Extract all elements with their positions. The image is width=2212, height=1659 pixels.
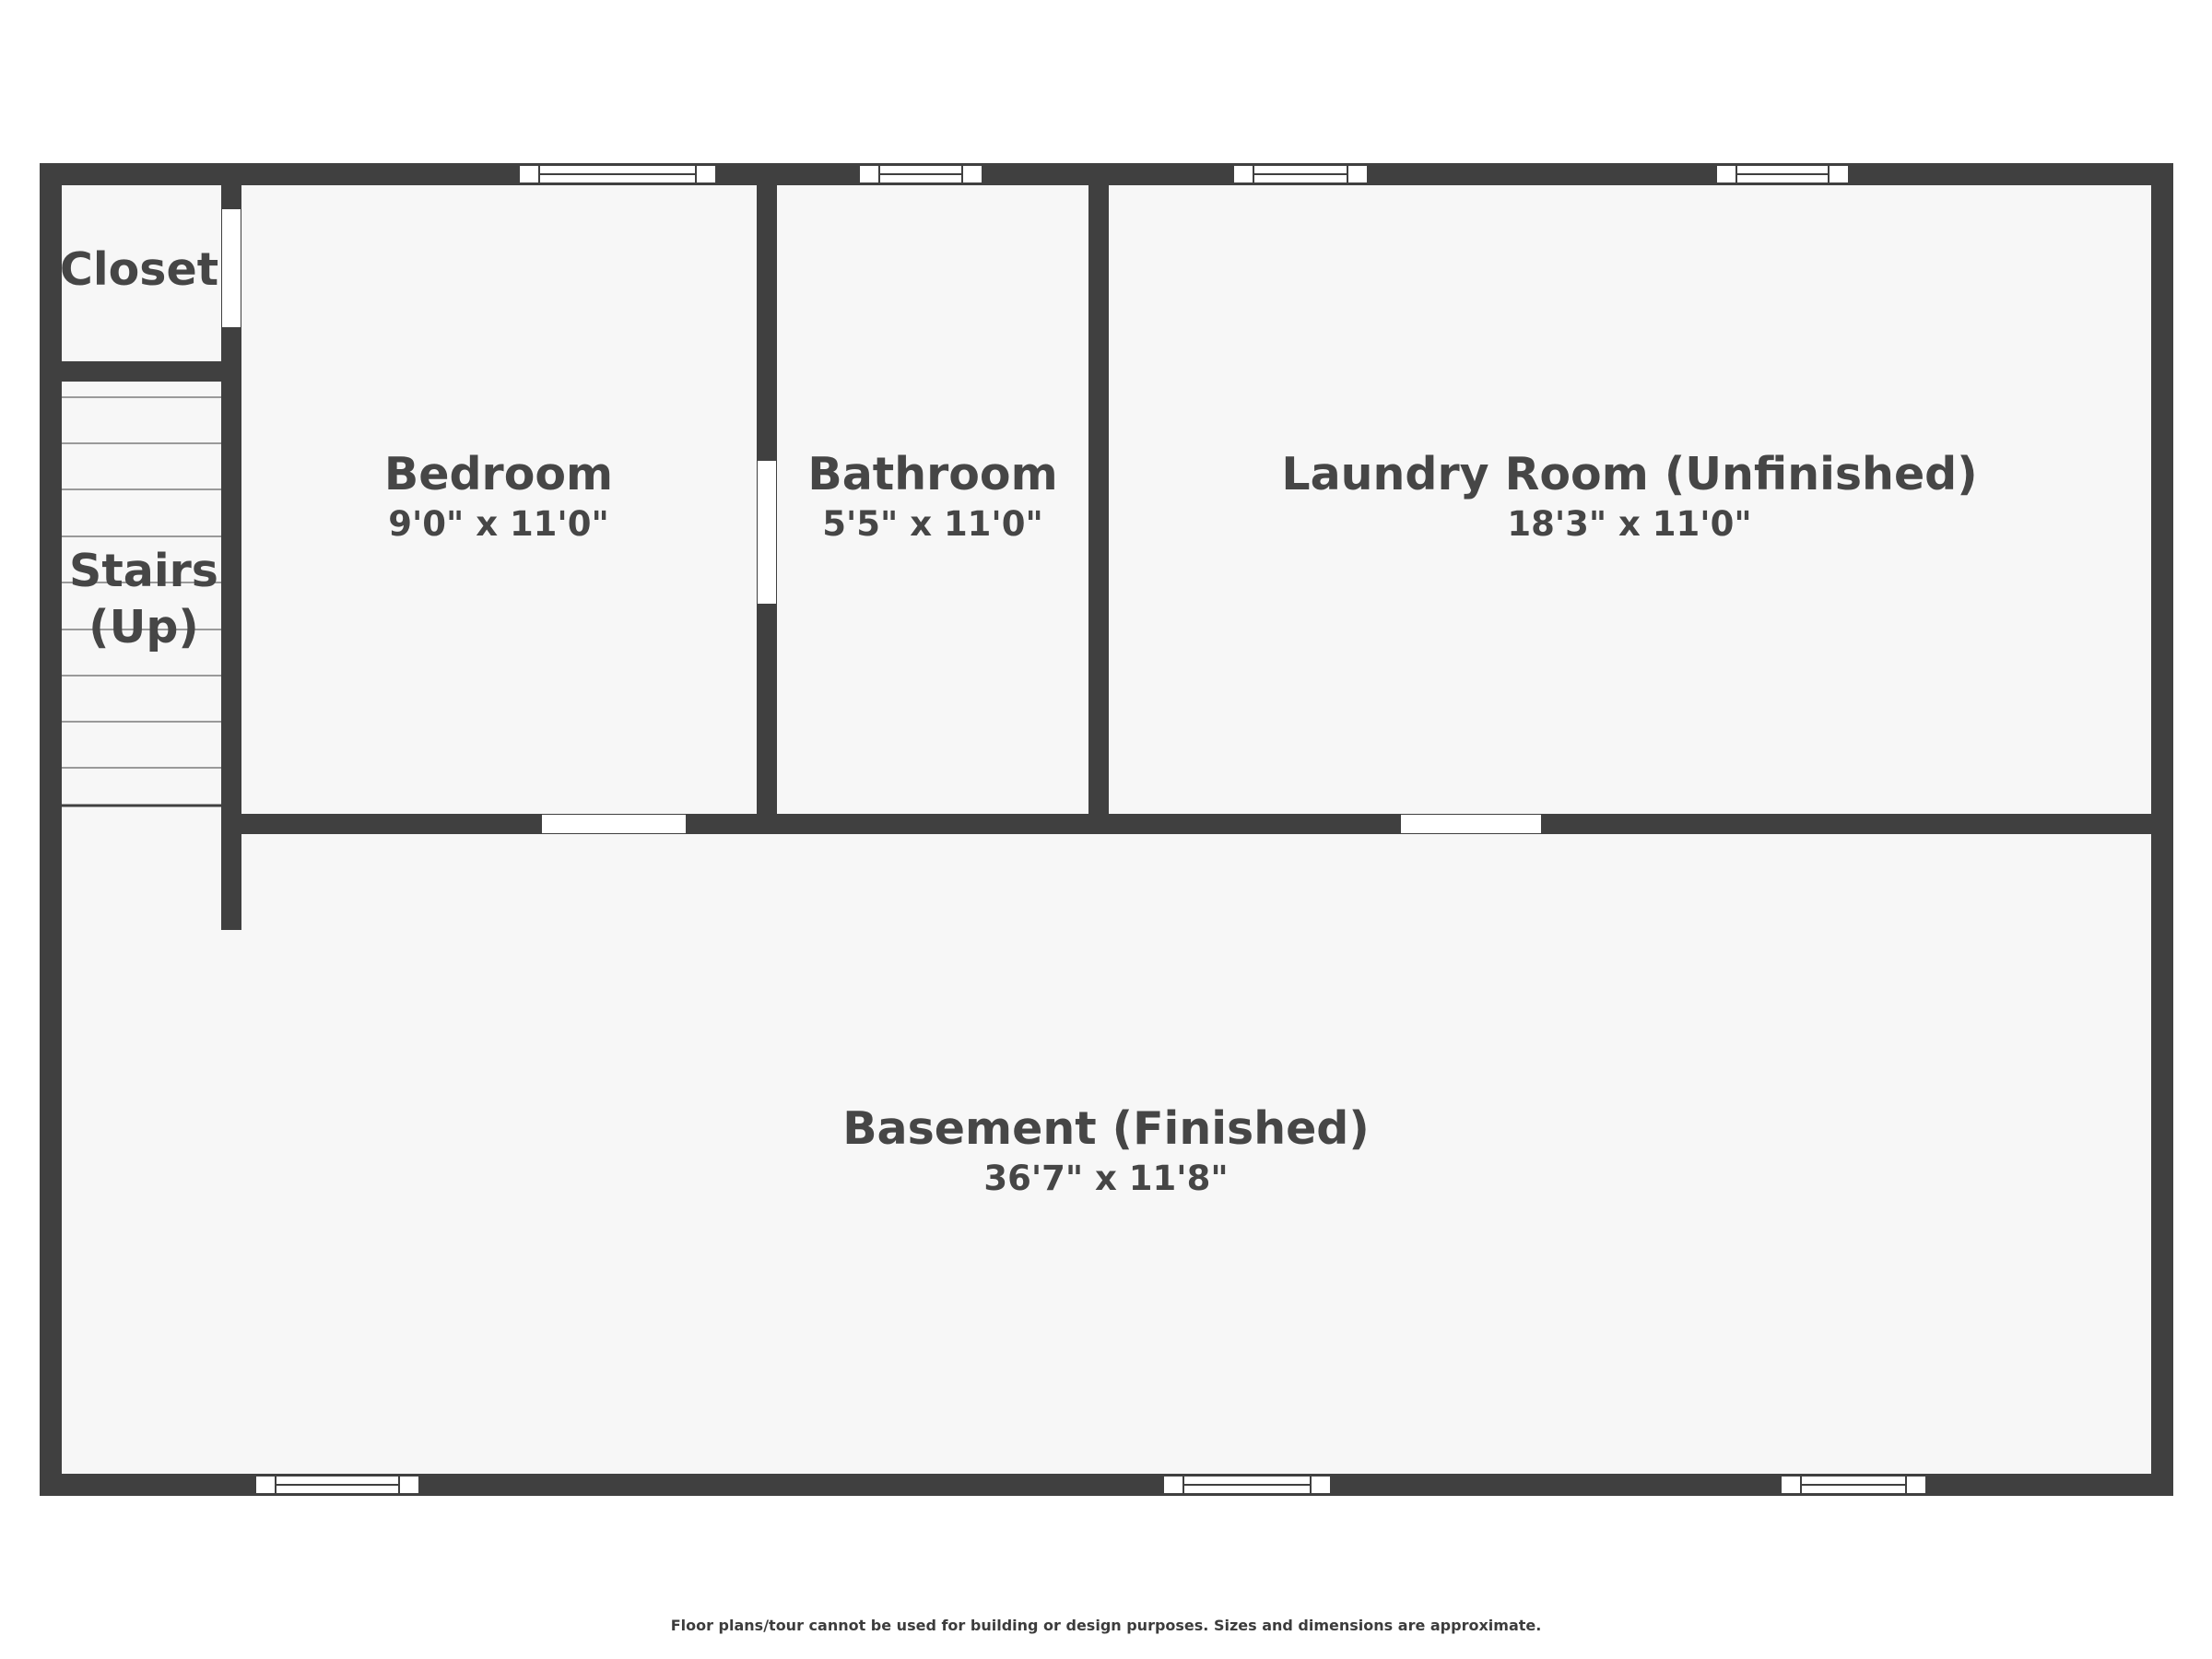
- bedroom-bathroom-door: [758, 461, 776, 604]
- laundry-door: [1401, 815, 1541, 833]
- outer-wall-top: [40, 163, 2173, 185]
- bedroom-name: Bedroom: [383, 447, 614, 500]
- window-laundry-top-left: [1232, 164, 1369, 184]
- outer-wall-right: [2151, 163, 2173, 1496]
- closet-name: Closet: [59, 242, 219, 296]
- stairs-name: Stairs (Up): [69, 544, 218, 653]
- basement-label: Basement (Finished) 36'7" x 11'8": [842, 1101, 1370, 1201]
- laundry-name: Laundry Room (Unfinished): [1281, 447, 1978, 500]
- door-openings: [222, 209, 1541, 833]
- window-laundry-top-right: [1715, 164, 1850, 184]
- stair-treads: [61, 396, 221, 769]
- disclaimer-text: Floor plans/tour cannot be used for buil…: [670, 1617, 1542, 1634]
- window-basement-bottom-center: [1162, 1475, 1332, 1495]
- laundry-label: Laundry Room (Unfinished) 18'3" x 11'0": [1281, 447, 1978, 547]
- closet-label: Closet: [59, 242, 219, 296]
- bedroom-dims: 9'0" x 11'0": [388, 504, 609, 545]
- window-basement-bottom-right: [1780, 1475, 1927, 1495]
- bathroom-label: Bathroom 5'5" x 11'0": [807, 447, 1058, 547]
- middle-horizontal-wall: [241, 814, 2151, 834]
- bedroom-label: Bedroom 9'0" x 11'0": [383, 447, 614, 547]
- basement-dims: 36'7" x 11'8": [983, 1159, 1229, 1199]
- bathroom-dims: 5'5" x 11'0": [822, 504, 1043, 545]
- stairs-label: Stairs (Up): [52, 543, 236, 656]
- outer-wall-left: [40, 163, 62, 1496]
- window-basement-bottom-left: [254, 1475, 420, 1495]
- closet-right-wall: [221, 185, 241, 930]
- windows: [254, 164, 1927, 1495]
- bathroom-laundry-wall: [1088, 185, 1109, 819]
- closet-door: [222, 209, 241, 327]
- bedroom-door: [542, 815, 686, 833]
- laundry-dims: 18'3" x 11'0": [1507, 504, 1752, 545]
- closet-bottom-wall: [62, 361, 241, 382]
- basement-name: Basement (Finished): [842, 1101, 1370, 1155]
- window-bathroom-top: [858, 164, 983, 184]
- bathroom-name: Bathroom: [807, 447, 1058, 500]
- window-bedroom-top: [518, 164, 717, 184]
